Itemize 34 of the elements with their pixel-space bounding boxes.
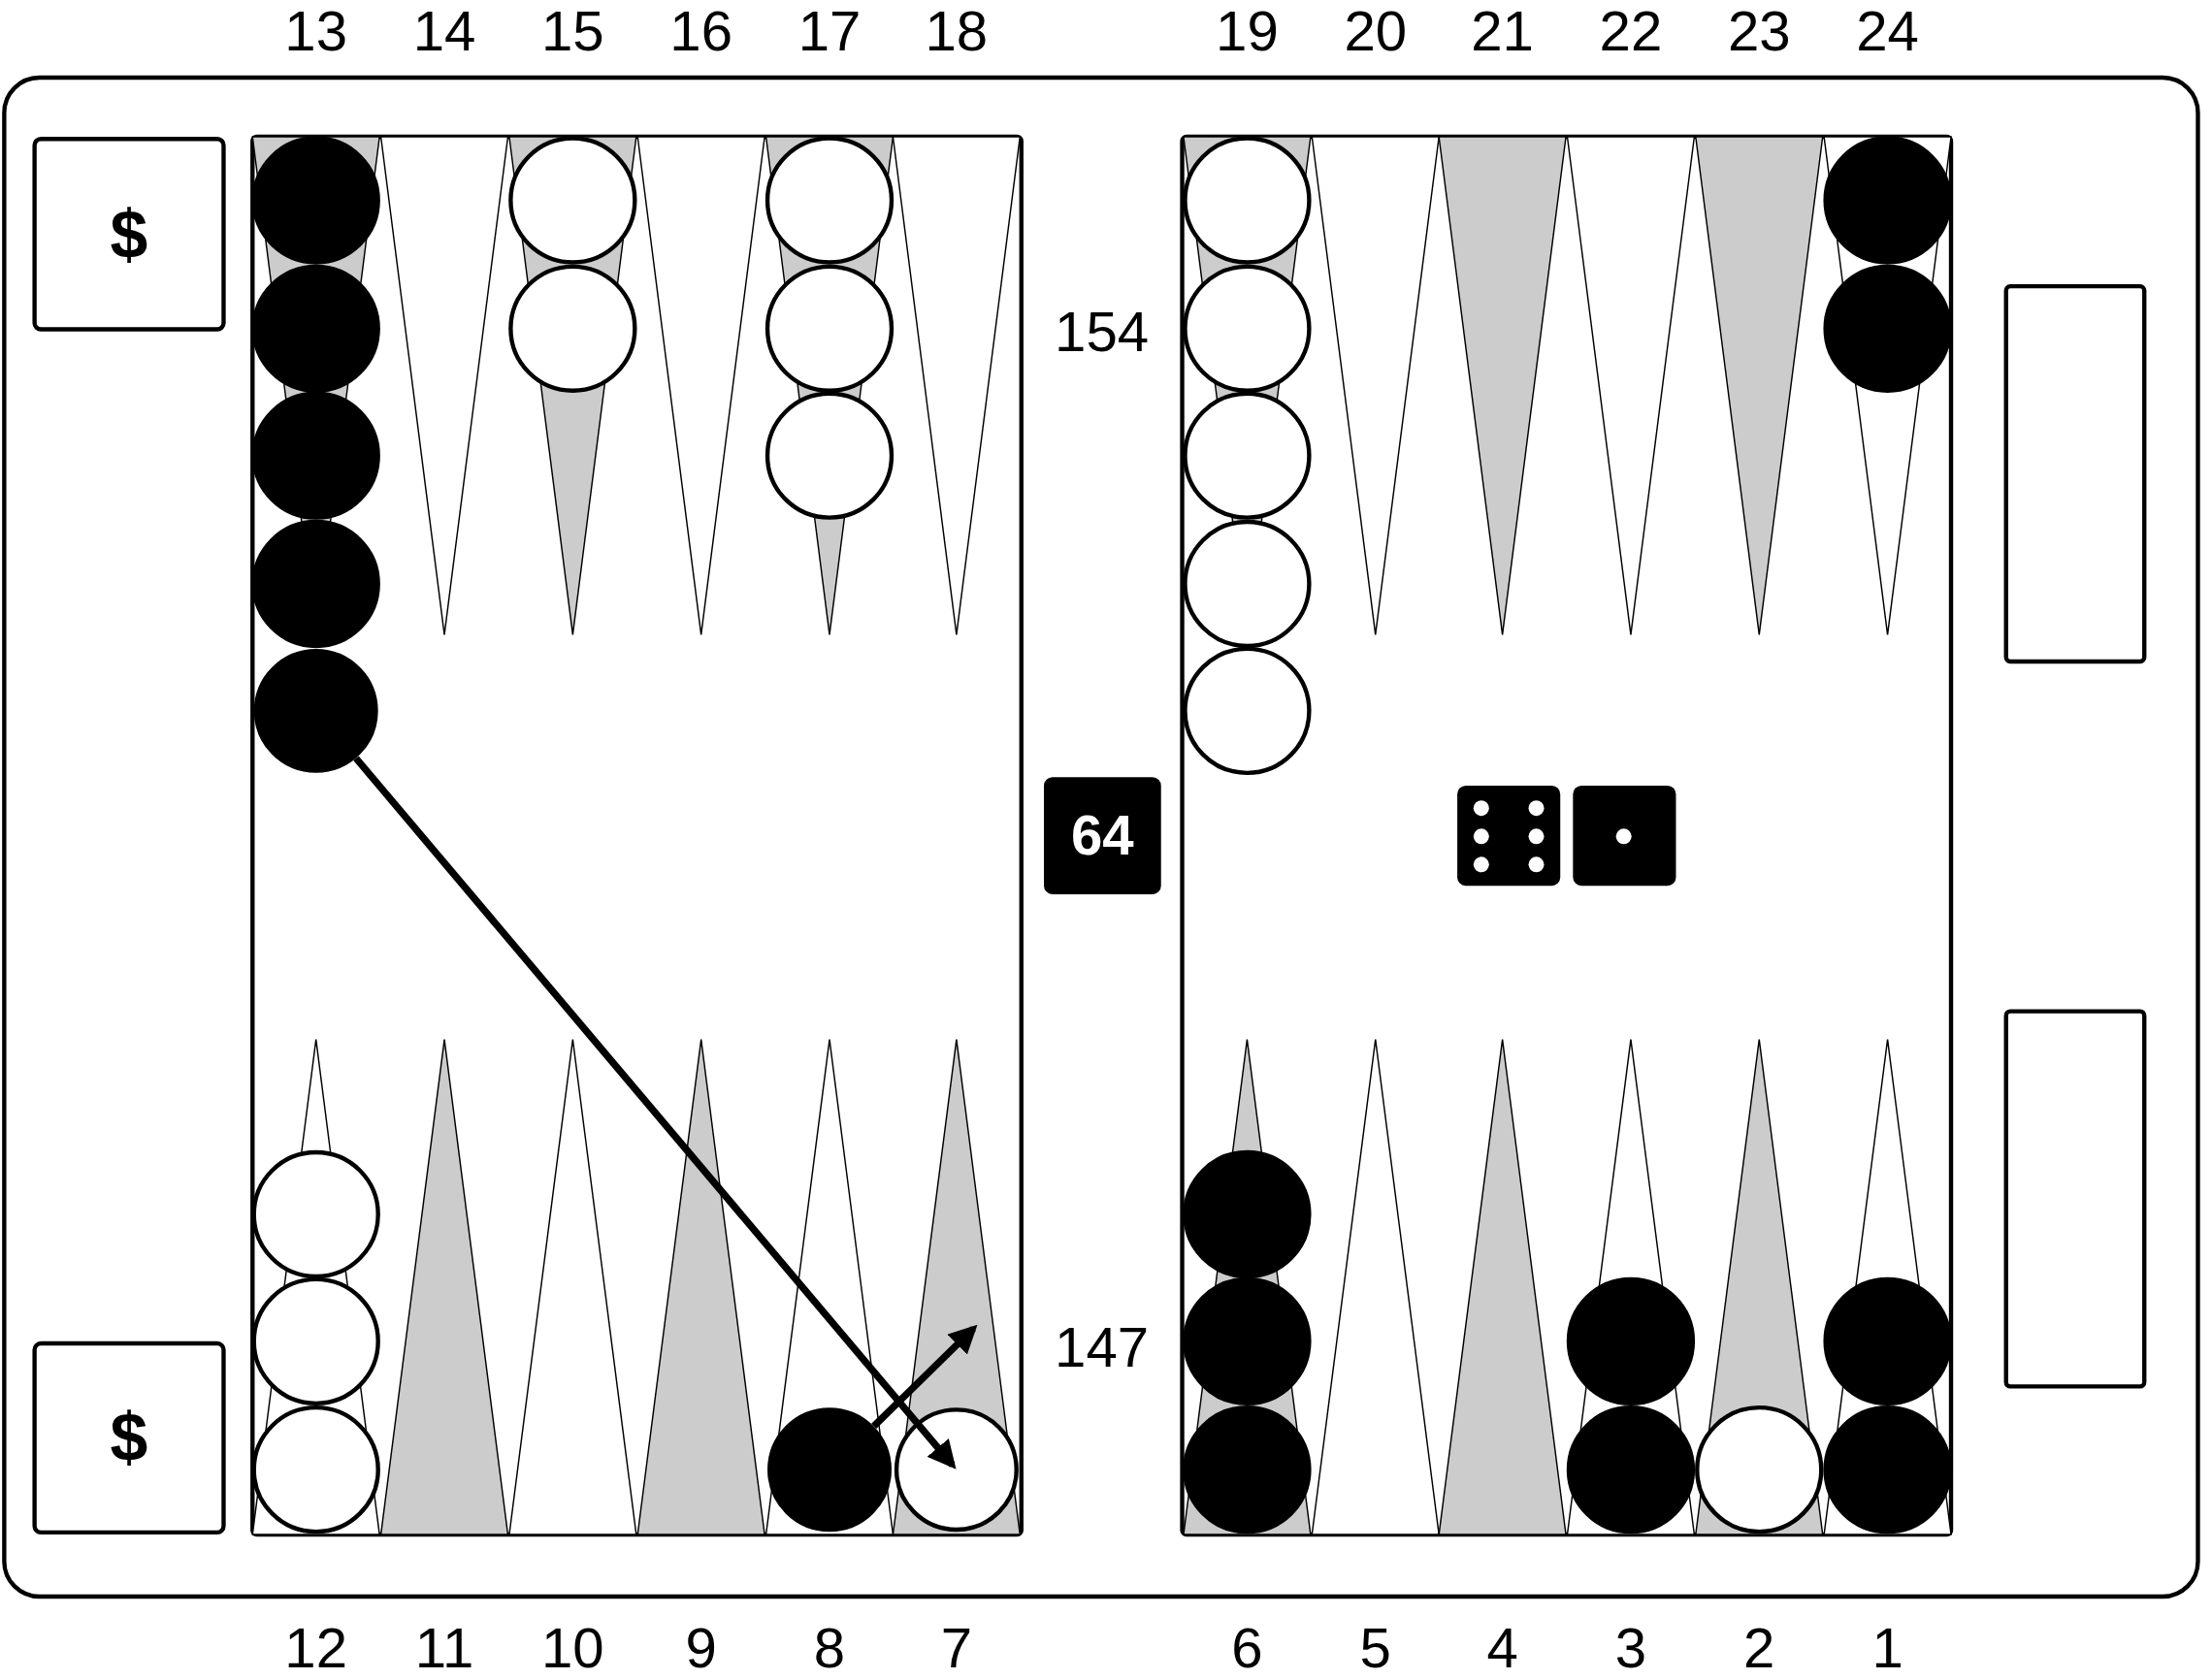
point-number: 11 bbox=[414, 1619, 474, 1676]
move-arrow bbox=[871, 1324, 978, 1429]
dollar-sign: $ bbox=[110, 195, 148, 274]
point-number: 1 bbox=[1871, 1619, 1903, 1676]
point-number: 3 bbox=[1614, 1619, 1647, 1676]
point-number: 18 bbox=[925, 2, 989, 60]
point-number: 23 bbox=[1727, 2, 1791, 60]
pip-count: 147 bbox=[1055, 1318, 1150, 1375]
point-number: 16 bbox=[669, 2, 733, 60]
point-number: 10 bbox=[541, 1619, 604, 1676]
dollar-box bbox=[32, 137, 226, 332]
point-number: 6 bbox=[1231, 1619, 1263, 1676]
point-number: 8 bbox=[813, 1619, 846, 1676]
point-number: 19 bbox=[1216, 2, 1279, 60]
point-number: 2 bbox=[1743, 1619, 1775, 1676]
dollar-box bbox=[32, 1340, 226, 1535]
point-number: 9 bbox=[685, 1619, 717, 1676]
point-number: 4 bbox=[1486, 1619, 1518, 1676]
point-number: 13 bbox=[284, 2, 348, 60]
point-number: 5 bbox=[1359, 1619, 1391, 1676]
point-number: 12 bbox=[284, 1619, 348, 1676]
point-number: 21 bbox=[1471, 2, 1534, 60]
move-arrow bbox=[353, 756, 957, 1469]
dollar-sign: $ bbox=[110, 1399, 148, 1477]
pip-count: 154 bbox=[1055, 303, 1150, 360]
point-number: 24 bbox=[1856, 2, 1919, 60]
point-number: 20 bbox=[1344, 2, 1408, 60]
doubling-cube bbox=[1044, 777, 1161, 894]
point-number: 7 bbox=[940, 1619, 973, 1676]
point-number: 14 bbox=[412, 2, 476, 60]
point-number: 15 bbox=[541, 2, 604, 60]
point-number: 22 bbox=[1599, 2, 1663, 60]
point-number: 17 bbox=[797, 2, 862, 60]
cube-value: 64 bbox=[1071, 803, 1134, 868]
